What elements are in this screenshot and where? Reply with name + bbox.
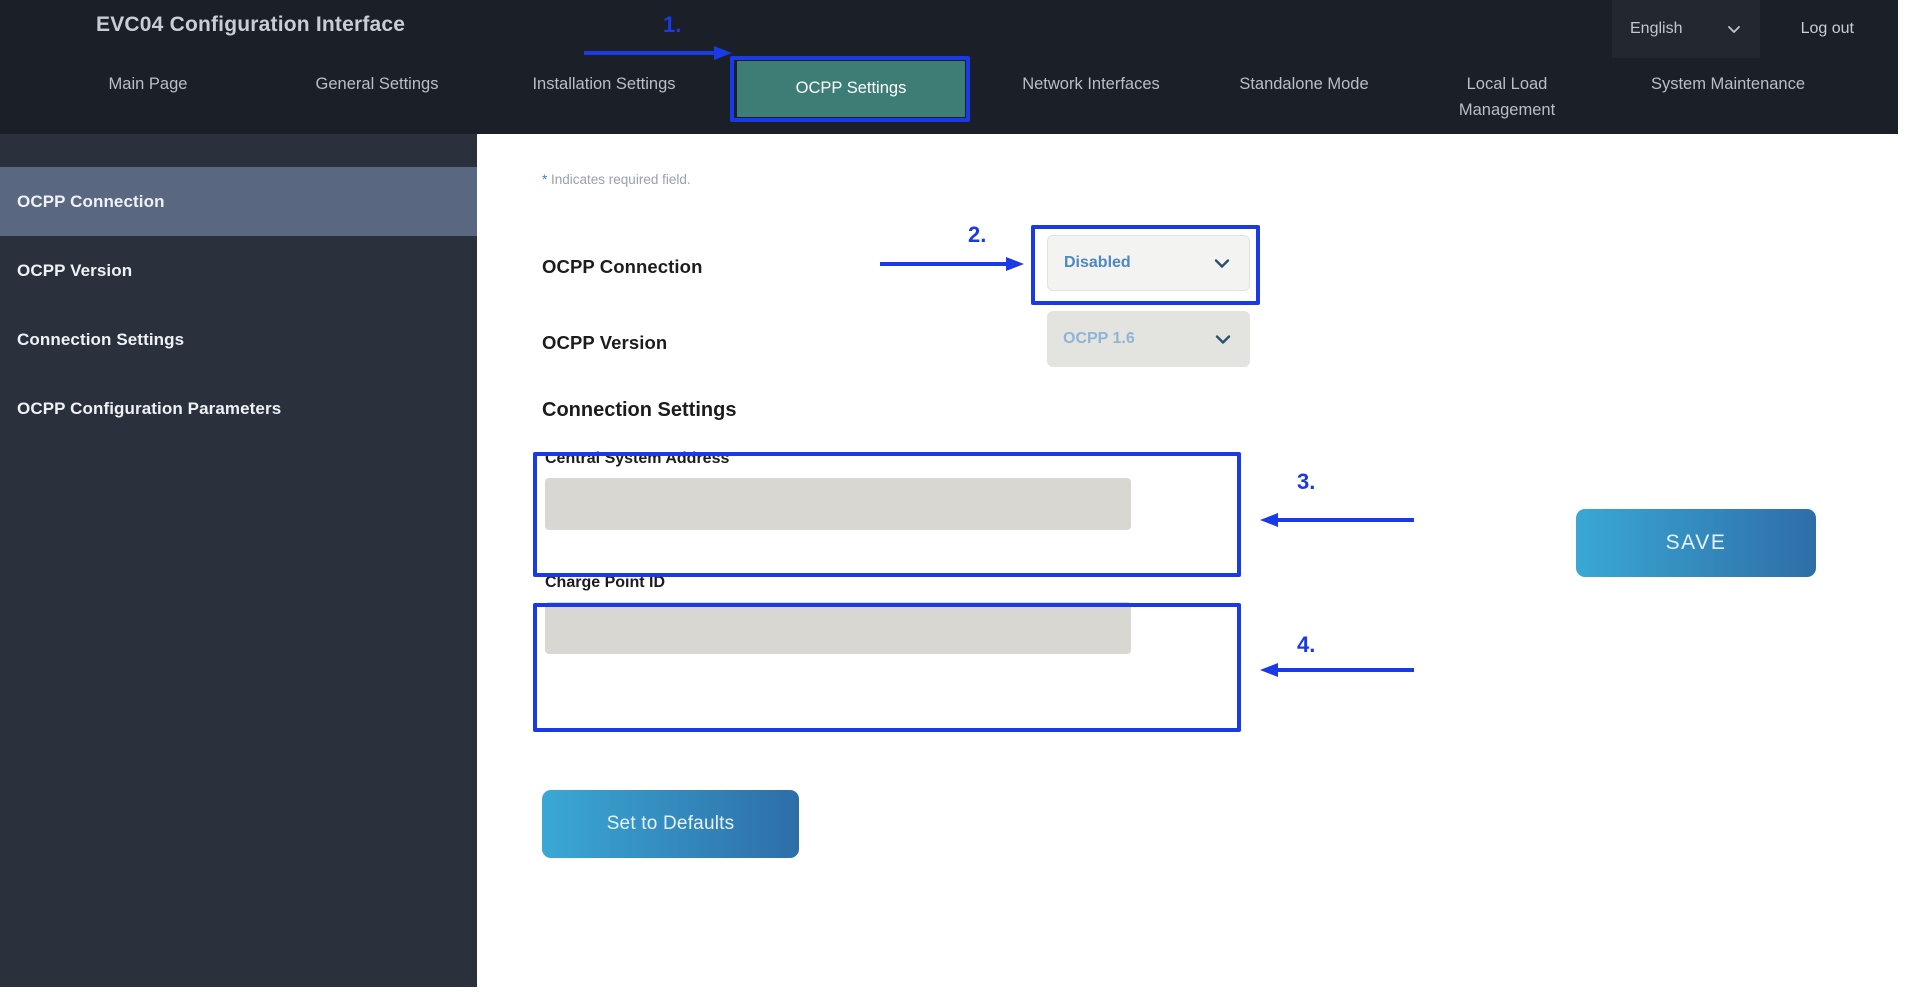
header-top-bar: EVC04 Configuration Interface English Lo… bbox=[0, 0, 1898, 58]
central-system-address-label: Central System Address bbox=[545, 450, 730, 467]
tab-standalone-mode[interactable]: Standalone Mode bbox=[1239, 75, 1369, 93]
tab-network-interfaces[interactable]: Network Interfaces bbox=[1022, 75, 1160, 93]
main-navigation: Main Page General Settings Installation … bbox=[0, 58, 1898, 134]
language-label: English bbox=[1630, 20, 1683, 37]
required-asterisk: * bbox=[542, 172, 548, 187]
charge-point-id-field: Charge Point ID bbox=[545, 574, 1131, 654]
ocpp-connection-label: OCPP Connection bbox=[542, 256, 703, 277]
sidebar-item-connection-settings[interactable]: Connection Settings bbox=[17, 329, 185, 349]
chevron-down-icon bbox=[1212, 328, 1234, 350]
sidebar-spacer bbox=[0, 134, 477, 167]
tab-ocpp-settings[interactable]: OCPP Settings bbox=[737, 61, 965, 117]
sidebar-item-ocpp-version[interactable]: OCPP Version bbox=[17, 260, 133, 280]
ocpp-connection-value: Disabled bbox=[1064, 254, 1131, 271]
connection-settings-heading: Connection Settings bbox=[542, 399, 737, 421]
tab-local-load-management[interactable]: Local Load Management bbox=[1458, 75, 1556, 119]
logout-button[interactable]: Log out bbox=[1800, 20, 1854, 37]
app-header: EVC04 Configuration Interface English Lo… bbox=[0, 0, 1898, 134]
save-button[interactable]: SAVE bbox=[1576, 509, 1816, 577]
central-system-address-field: Central System Address bbox=[545, 450, 1131, 530]
settings-sidebar: OCPP Connection OCPP Version Connection … bbox=[0, 134, 477, 987]
tab-system-maintenance[interactable]: System Maintenance bbox=[1650, 75, 1806, 93]
tab-installation-settings[interactable]: Installation Settings bbox=[532, 75, 676, 93]
set-to-defaults-button[interactable]: Set to Defaults bbox=[542, 790, 799, 858]
ocpp-connection-dropdown[interactable]: Disabled bbox=[1047, 235, 1250, 291]
required-note-text: Indicates required field. bbox=[547, 172, 691, 187]
tab-general-settings[interactable]: General Settings bbox=[315, 75, 439, 93]
sidebar-item-ocpp-configuration-parameters[interactable]: OCPP Configuration Parameters bbox=[17, 398, 282, 418]
tab-main-page[interactable]: Main Page bbox=[108, 75, 188, 93]
charge-point-id-label: Charge Point ID bbox=[545, 574, 666, 591]
required-field-note: * Indicates required field. bbox=[542, 172, 691, 187]
charge-point-id-input[interactable] bbox=[545, 602, 1131, 654]
ocpp-version-value: OCPP 1.6 bbox=[1063, 330, 1135, 347]
page-title: EVC04 Configuration Interface bbox=[96, 13, 406, 36]
chevron-down-icon bbox=[1211, 252, 1233, 274]
ocpp-version-label: OCPP Version bbox=[542, 332, 668, 353]
chevron-down-icon bbox=[1726, 21, 1742, 37]
central-system-address-input[interactable] bbox=[545, 478, 1131, 530]
sidebar-item-ocpp-connection[interactable]: OCPP Connection bbox=[0, 167, 477, 236]
language-selector[interactable]: English bbox=[1612, 0, 1760, 58]
ocpp-version-dropdown[interactable]: OCPP 1.6 bbox=[1047, 311, 1250, 367]
